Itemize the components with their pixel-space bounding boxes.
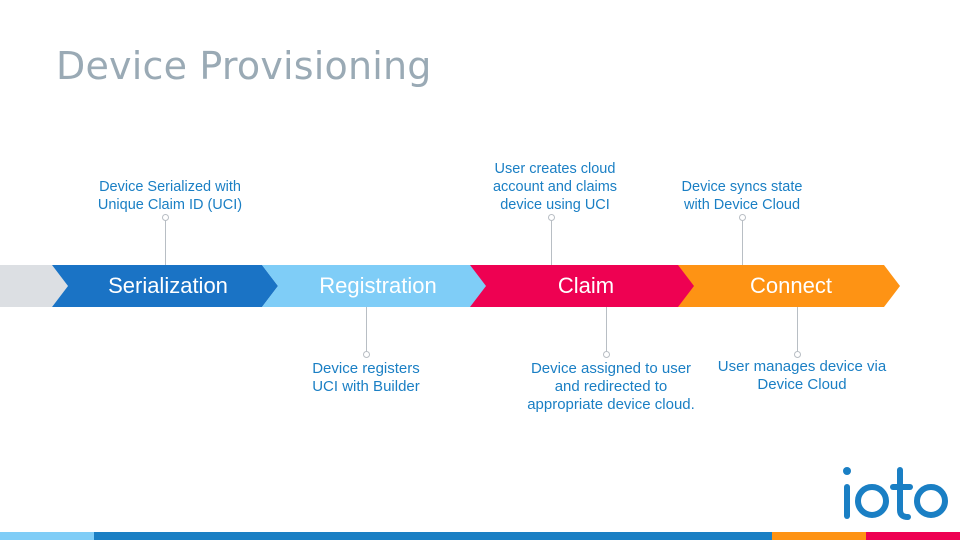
- bottom-bar-segment-blue: [94, 532, 772, 540]
- annotation-assigned-line2: and redirected to: [554, 378, 668, 395]
- annotation-claims-line2: account and claims: [492, 179, 618, 195]
- bottom-bar-segment-orange: [772, 532, 866, 540]
- annotation-registers: Device registers UCI with Builder: [296, 360, 436, 396]
- connector-dot-syncs: [739, 214, 746, 221]
- connector-dot-registers: [363, 351, 370, 358]
- annotation-assigned-line1: Device assigned to user: [530, 360, 692, 377]
- lead-segment: [0, 265, 70, 307]
- stage-connect-label: Connect: [750, 273, 832, 298]
- annotation-registers-line2: UCI with Builder: [312, 378, 420, 395]
- annotation-registers-line1: Device registers: [312, 360, 420, 377]
- stage-serialization-label: Serialization: [108, 273, 228, 298]
- connector-dot-serialized: [162, 214, 169, 221]
- connector-claims: [551, 218, 552, 265]
- annotation-claims-line3: device using UCI: [500, 197, 610, 213]
- annotation-syncs-line1: Device syncs state: [681, 179, 803, 195]
- annotation-syncs: Device syncs state with Device Cloud: [668, 178, 816, 214]
- annotation-claims: User creates cloud account and claims de…: [470, 160, 640, 214]
- connector-dot-claims: [548, 214, 555, 221]
- annotation-assigned: Device assigned to user and redirected t…: [511, 360, 711, 414]
- annotation-assigned-line3: appropriate device cloud.: [527, 396, 695, 413]
- annotation-serialized-line2: Unique Claim ID (UCI): [97, 197, 243, 213]
- stage-claim: Claim: [470, 265, 696, 307]
- connector-serialized: [165, 218, 166, 265]
- stage-serialization: Serialization: [52, 265, 278, 307]
- bottom-color-bar: [0, 532, 960, 540]
- connector-dot-manages: [794, 351, 801, 358]
- stage-registration: Registration: [262, 265, 488, 307]
- connector-dot-assigned: [603, 351, 610, 358]
- annotation-serialized: Device Serialized with Unique Claim ID (…: [80, 178, 260, 214]
- connector-assigned: [606, 307, 607, 354]
- annotation-syncs-line2: with Device Cloud: [683, 197, 801, 213]
- stage-connect: Connect: [678, 265, 900, 307]
- connector-syncs: [742, 218, 743, 265]
- ioto-logo: [840, 462, 950, 527]
- annotation-manages: User manages device via Device Cloud: [707, 358, 897, 394]
- annotation-manages-line2: Device Cloud: [757, 376, 847, 393]
- bottom-bar-segment-pink: [866, 532, 960, 540]
- bottom-bar-segment-light-blue: [0, 532, 94, 540]
- annotation-claims-line1: User creates cloud: [494, 161, 616, 177]
- slide-title: Device Provisioning: [56, 44, 432, 88]
- annotation-serialized-line1: Device Serialized with: [99, 179, 241, 195]
- annotation-manages-line1: User manages device via: [717, 358, 887, 375]
- connector-manages: [797, 307, 798, 354]
- stage-claim-label: Claim: [557, 273, 615, 298]
- ioto-logo-mark: [843, 467, 948, 520]
- stage-registration-label: Registration: [319, 273, 437, 298]
- connector-registers: [366, 307, 367, 354]
